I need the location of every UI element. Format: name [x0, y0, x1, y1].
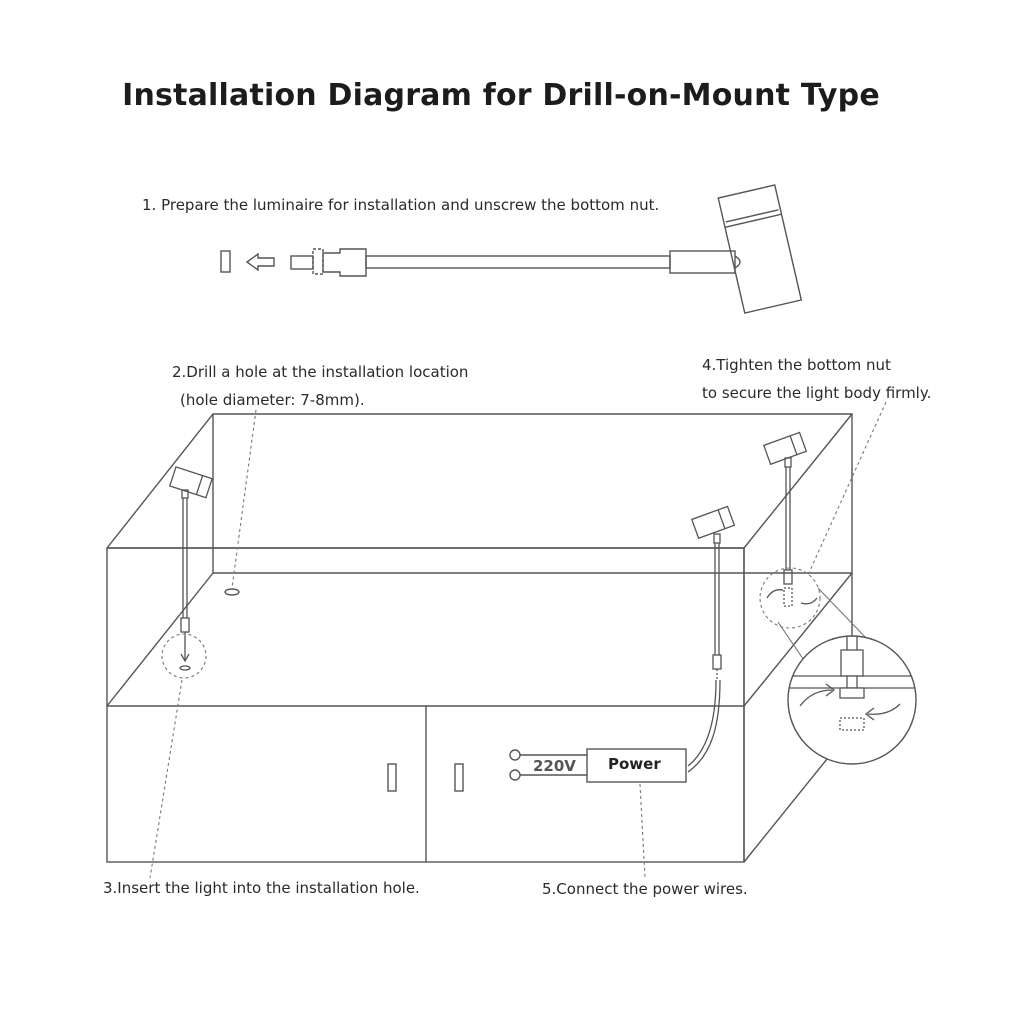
light-left-head [168, 466, 213, 499]
step-3-label: 3.Insert the light into the installation… [103, 879, 420, 897]
rotate-arrow-right-icon [800, 597, 818, 605]
light-middle-head [690, 505, 736, 540]
stem-base [322, 248, 367, 277]
leader-step-3 [149, 679, 183, 879]
step-4-label-line2: to secure the light body firmly. [702, 384, 932, 402]
leader-step-5 [639, 783, 646, 879]
power-label: Power [608, 755, 661, 773]
shelf-left-edge [106, 572, 214, 707]
nut-dashed-outline [312, 248, 324, 275]
step-2-label-line1: 2.Drill a hole at the installation locat… [172, 363, 469, 381]
light-middle [687, 505, 736, 773]
leader-step-4 [807, 401, 887, 576]
step-2-label-line2: (hole diameter: 7-8mm). [180, 391, 365, 409]
drill-hole [224, 588, 240, 596]
step-5-label: 5.Connect the power wires. [542, 880, 748, 898]
cabinet [106, 413, 853, 863]
left-arrow-icon [245, 252, 275, 272]
stem-rod [365, 255, 671, 269]
wire-terminal-top [509, 749, 521, 761]
light-left [168, 466, 213, 671]
wire-terminal-bottom [509, 769, 521, 781]
insert-detail-circle [161, 633, 207, 679]
rotate-arrow-left-icon [766, 589, 784, 599]
power-supply [509, 748, 687, 783]
magnified-arrow-right-icon [867, 703, 901, 715]
power-cable-b [687, 679, 721, 773]
power-box [586, 748, 687, 783]
step-1-label: 1. Prepare the luminaire for installatio… [142, 196, 660, 214]
door-handle-right [454, 763, 464, 792]
lamp-head [717, 184, 803, 314]
back-panel [106, 413, 853, 573]
tighten-detail-circle [759, 567, 821, 629]
light-left-collar [181, 489, 189, 499]
step-4-label-line1: 4.Tighten the bottom nut [702, 356, 891, 374]
threaded-end [290, 255, 314, 270]
bottom-nut [220, 250, 231, 273]
magnifier-connector-b [817, 587, 869, 641]
diagram-title: Installation Diagram for Drill-on-Mount … [122, 78, 880, 113]
leader-step-2 [231, 409, 257, 589]
light-left-base [180, 617, 190, 633]
light-right [762, 431, 818, 607]
magnified-arrow-left-icon [799, 689, 833, 707]
shelf-right-edge [743, 572, 853, 707]
stem-tip [734, 255, 741, 269]
luminaire-exploded-view [220, 184, 803, 314]
right-top-edge [743, 413, 853, 549]
power-cable-a [687, 679, 717, 767]
insert-arrow-icon [180, 653, 190, 663]
magnifier-detail [787, 635, 917, 765]
door-handle-left [387, 763, 397, 792]
callouts [149, 401, 887, 879]
voltage-label: 220V [533, 757, 576, 775]
stem-collar [669, 250, 736, 274]
